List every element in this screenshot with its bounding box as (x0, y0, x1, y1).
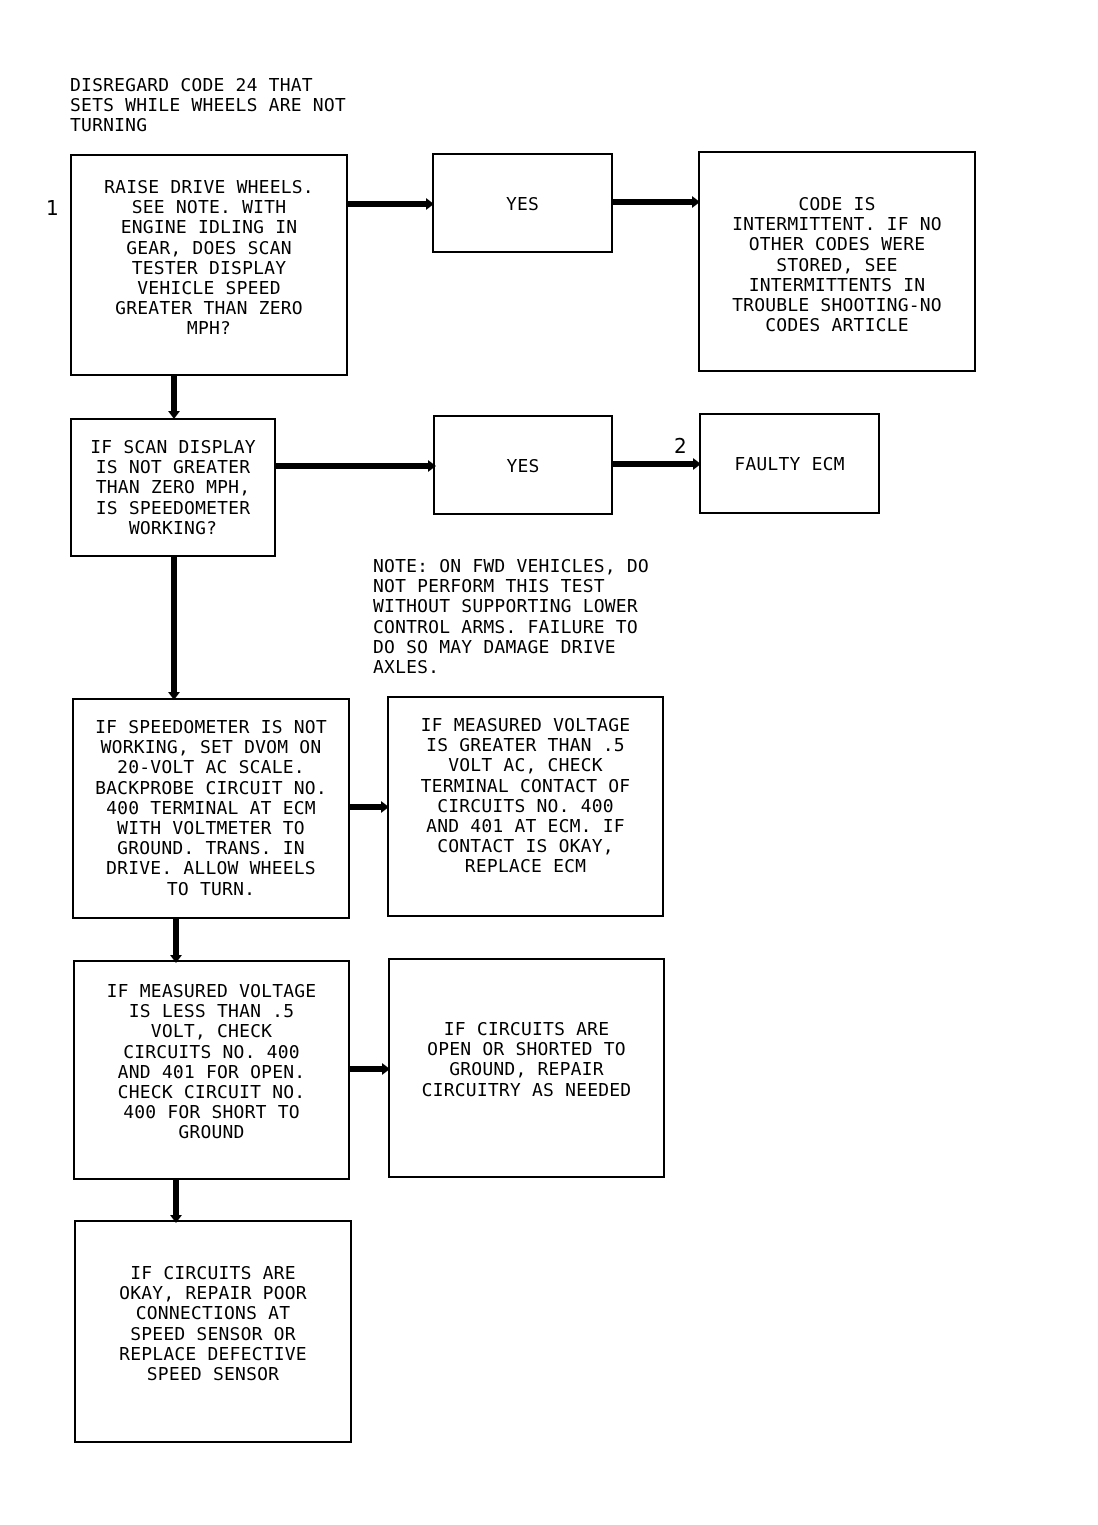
arrowhead (428, 460, 436, 472)
question-2-text: IF SCAN DISPLAY IS NOT GREATER THAN ZERO… (90, 437, 256, 539)
yes-box-1: YES (432, 153, 613, 253)
step-label-2: 2 (674, 434, 687, 458)
question-4-text: IF MEASURED VOLTAGE IS LESS THAN .5 VOLT… (106, 981, 317, 1144)
result-intermittent-text: CODE IS INTERMITTENT. IF NO OTHER CODES … (732, 194, 942, 337)
step-label-1: 1 (46, 196, 59, 220)
fwd-vehicles-note: NOTE: ON FWD VEHICLES, DO NOT PERFORM TH… (373, 556, 649, 679)
question-box-3: IF SPEEDOMETER IS NOT WORKING, SET DVOM … (72, 698, 350, 919)
result-box-replace-ecm: IF MEASURED VOLTAGE IS GREATER THAN .5 V… (387, 696, 664, 917)
arrowhead (381, 801, 389, 813)
result-box-speed-sensor: IF CIRCUITS ARE OKAY, REPAIR POOR CONNEC… (74, 1220, 352, 1443)
replace-ecm-text: IF MEASURED VOLTAGE IS GREATER THAN .5 V… (420, 715, 631, 878)
question-box-1: RAISE DRIVE WHEELS. SEE NOTE. WITH ENGIN… (70, 154, 348, 376)
speed-sensor-text: IF CIRCUITS ARE OKAY, REPAIR POOR CONNEC… (119, 1263, 307, 1386)
arrowhead (168, 692, 180, 700)
question-box-2: IF SCAN DISPLAY IS NOT GREATER THAN ZERO… (70, 418, 276, 557)
arrowhead (693, 458, 701, 470)
arrowhead (168, 411, 180, 419)
arrowhead (692, 196, 700, 208)
arrowhead (426, 198, 434, 210)
yes-2-text: YES (506, 456, 540, 477)
header-note: DISREGARD CODE 24 THAT SETS WHILE WHEELS… (70, 75, 346, 137)
question-box-4: IF MEASURED VOLTAGE IS LESS THAN .5 VOLT… (73, 960, 350, 1180)
arrowhead (170, 955, 182, 963)
repair-circuitry-text: IF CIRCUITS ARE OPEN OR SHORTED TO GROUN… (421, 1019, 632, 1101)
question-3-text: IF SPEEDOMETER IS NOT WORKING, SET DVOM … (95, 717, 327, 900)
result-box-repair-circuitry: IF CIRCUITS ARE OPEN OR SHORTED TO GROUN… (388, 958, 665, 1178)
result-box-faulty-ecm: FAULTY ECM (699, 413, 880, 514)
yes-box-2: YES (433, 415, 613, 515)
result-box-intermittent: CODE IS INTERMITTENT. IF NO OTHER CODES … (698, 151, 976, 372)
faulty-ecm-text: FAULTY ECM (734, 454, 845, 475)
yes-1-text: YES (505, 194, 540, 215)
arrowhead (170, 1215, 182, 1223)
question-1-text: RAISE DRIVE WHEELS. SEE NOTE. WITH ENGIN… (104, 177, 314, 340)
arrowhead (382, 1063, 390, 1075)
